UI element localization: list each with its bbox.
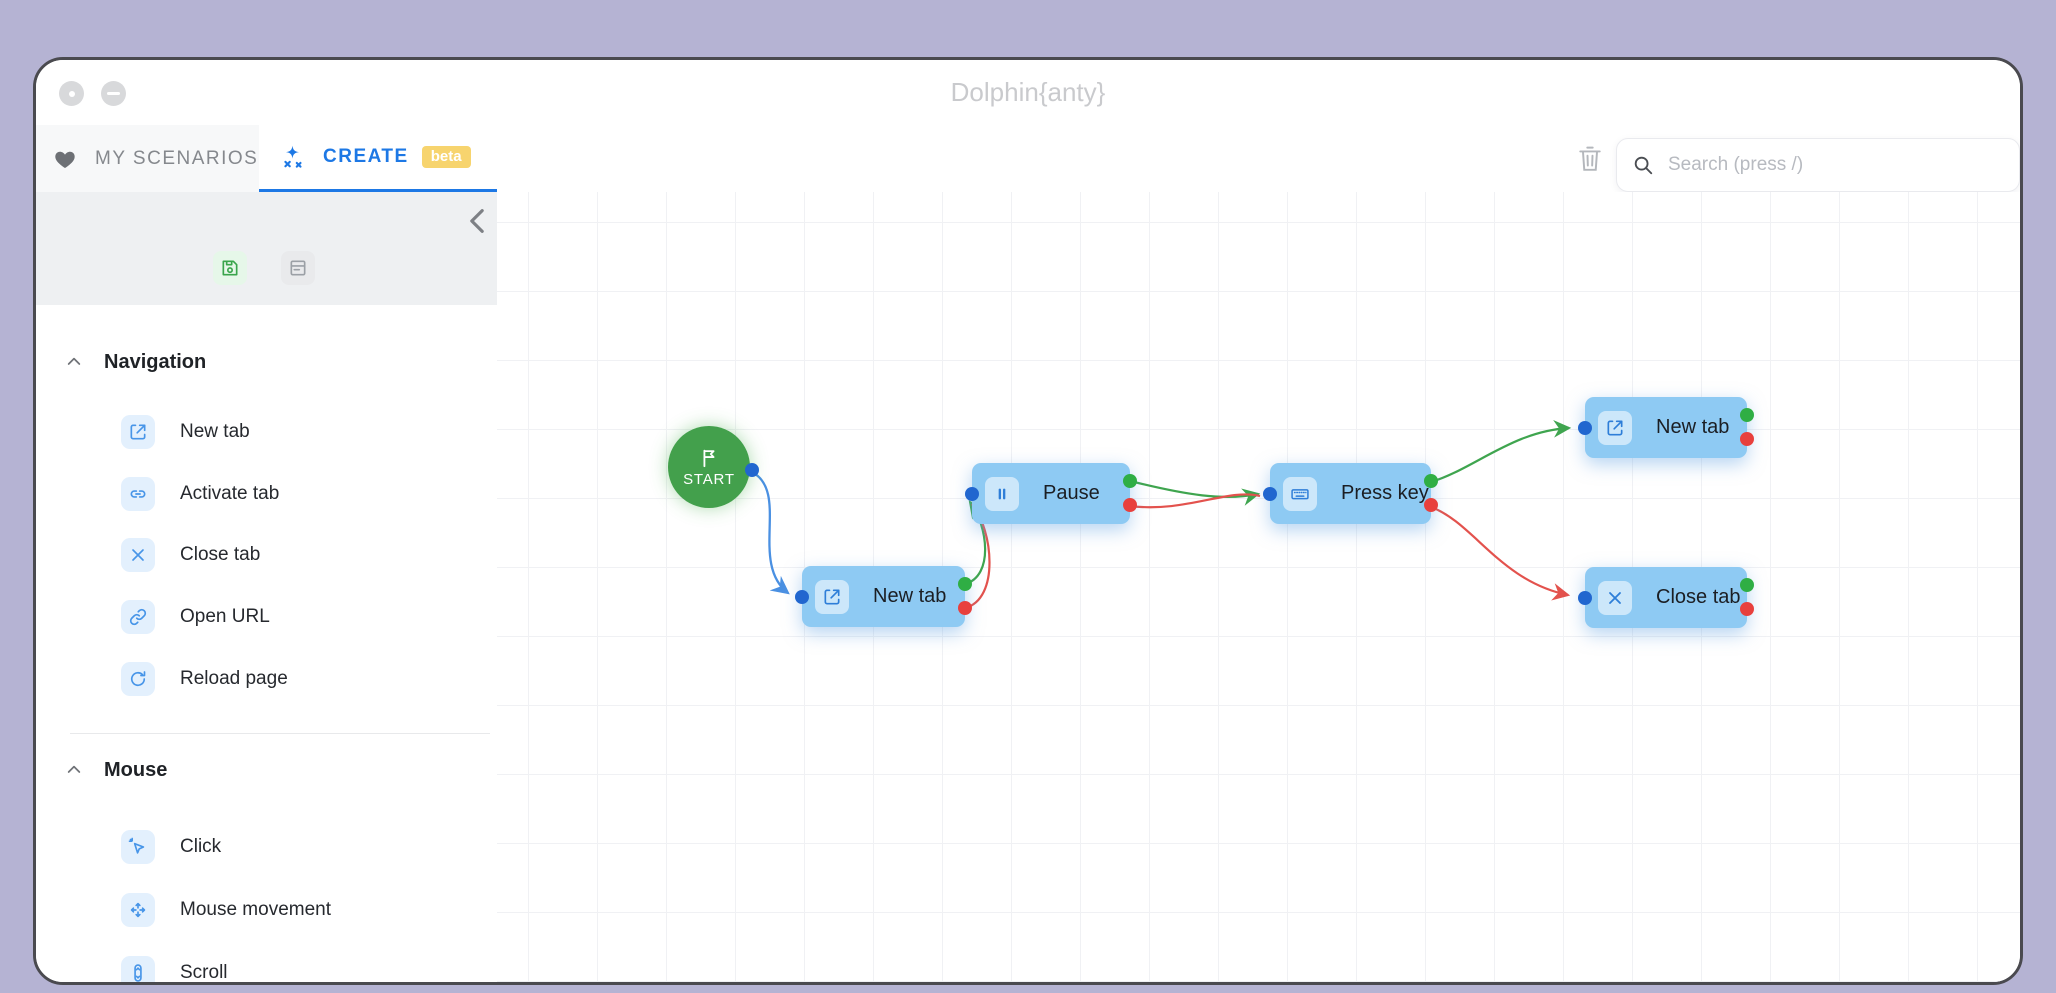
node-icon-chip <box>1283 476 1317 511</box>
success-port[interactable] <box>1123 474 1137 488</box>
error-port[interactable] <box>1740 432 1754 446</box>
save-icon <box>222 260 238 276</box>
success-port[interactable] <box>1740 408 1754 422</box>
sidebar-item-label: Close tab <box>180 544 261 565</box>
blocks-sidebar: Navigation New tab Activate tab Close ta… <box>36 192 497 982</box>
beta-badge: beta <box>421 146 471 168</box>
tab-my-scenarios-label: MY SCENARIOS <box>95 147 259 169</box>
input-port[interactable] <box>1578 421 1592 435</box>
error-port[interactable] <box>958 601 972 615</box>
sidebar-item-label: New tab <box>180 421 250 442</box>
error-port[interactable] <box>1123 498 1137 512</box>
mouse-movement-icon <box>121 893 155 927</box>
keyboard-icon <box>1291 488 1309 499</box>
section-label: Navigation <box>104 350 207 373</box>
open-url-icon <box>121 600 155 634</box>
sidebar-item-activate-tab[interactable]: Activate tab <box>121 477 279 511</box>
chevron-left-icon <box>470 209 484 233</box>
sidebar-toolbar <box>36 192 497 305</box>
sidebar-item-label: Mouse movement <box>180 899 332 920</box>
report-button[interactable] <box>281 251 315 285</box>
input-port[interactable] <box>1263 487 1277 501</box>
dot-icon <box>68 90 75 97</box>
search-icon <box>1634 156 1653 175</box>
sidebar-item-mouse-movement[interactable]: Mouse movement <box>121 893 331 927</box>
sidebar-item-click[interactable]: Click <box>121 830 221 864</box>
success-port[interactable] <box>1740 578 1754 592</box>
node-new-tab-1[interactable]: New tab <box>795 566 972 627</box>
sidebar-item-label: Scroll <box>180 962 228 982</box>
error-port[interactable] <box>1424 498 1438 512</box>
new-tab-icon <box>824 589 840 604</box>
close-tab-icon <box>121 538 155 572</box>
sparkles-icon <box>284 145 302 168</box>
input-port[interactable] <box>1578 591 1592 605</box>
sidebar-item-new-tab[interactable]: New tab <box>121 415 250 449</box>
tab-my-scenarios[interactable]: MY SCENARIOS <box>36 125 259 192</box>
node-pause[interactable]: Pause <box>965 463 1137 524</box>
node-icon-chip <box>815 579 849 614</box>
click-icon <box>121 830 155 864</box>
node-icon-chip <box>1598 580 1632 615</box>
pause-icon <box>998 488 1006 499</box>
flag-icon <box>703 449 715 467</box>
node-label: New tab <box>1656 416 1730 438</box>
success-port[interactable] <box>1424 474 1438 488</box>
search-input[interactable] <box>1666 153 2000 177</box>
search-box <box>1616 138 2020 192</box>
output-port[interactable] <box>745 463 759 477</box>
sidebar-item-label: Click <box>180 836 222 857</box>
section-divider <box>70 733 490 734</box>
chevron-up-icon <box>66 762 82 783</box>
node-label: New tab <box>873 585 947 607</box>
activate-tab-icon <box>121 477 155 511</box>
close-tab-icon <box>1609 591 1621 604</box>
trash-icon <box>1579 146 1601 171</box>
start-node[interactable]: START <box>668 426 759 508</box>
tab-create-label: CREATE <box>323 146 409 167</box>
node-label: Press key <box>1341 482 1429 504</box>
minus-icon <box>107 92 120 96</box>
sidebar-item-label: Open URL <box>180 606 270 627</box>
delete-scenario-button[interactable] <box>1577 144 1603 179</box>
node-new-tab-2[interactable]: New tab <box>1578 397 1754 458</box>
section-label: Mouse <box>104 758 168 781</box>
success-port[interactable] <box>958 577 972 591</box>
sidebar-item-label: Activate tab <box>180 483 280 504</box>
node-press-key[interactable]: Press key <box>1263 463 1438 524</box>
node-icon-chip <box>985 476 1019 511</box>
app-title: Dolphin{anty} <box>950 77 1106 107</box>
heart-icon <box>55 151 75 168</box>
input-port[interactable] <box>795 590 809 604</box>
sidebar-item-close-tab[interactable]: Close tab <box>121 538 260 572</box>
sidebar-item-scroll[interactable]: Scroll <box>121 956 228 982</box>
save-button[interactable] <box>213 251 247 285</box>
chevron-up-icon <box>66 354 82 375</box>
node-label: Close tab <box>1656 586 1741 608</box>
error-port[interactable] <box>1740 602 1754 616</box>
start-node-label: START <box>683 470 735 488</box>
collapse-sidebar-button[interactable] <box>466 206 488 236</box>
window-close-button[interactable] <box>59 81 84 106</box>
node-icon-chip <box>1598 410 1632 445</box>
window-minimize-button[interactable] <box>101 81 126 106</box>
scenario-canvas[interactable] <box>497 192 2020 982</box>
report-icon <box>290 260 306 276</box>
tab-create[interactable]: CREATE beta <box>259 125 497 192</box>
node-label: Pause <box>1043 482 1100 504</box>
scroll-icon <box>121 956 155 982</box>
node-close-tab[interactable]: Close tab <box>1578 567 1754 628</box>
input-port[interactable] <box>965 487 979 501</box>
new-tab-icon <box>1607 420 1623 435</box>
tab-bar: MY SCENARIOS CREATE beta <box>36 125 2020 193</box>
sidebar-item-label: Reload page <box>180 668 288 689</box>
sidebar-item-reload-page[interactable]: Reload page <box>121 662 288 696</box>
app-window: Dolphin{anty} MY SCENARIOS CREATE beta <box>33 57 2023 985</box>
reload-page-icon <box>121 662 155 696</box>
title-bar: Dolphin{anty} <box>36 60 2020 126</box>
sidebar-item-open-url[interactable]: Open URL <box>121 600 270 634</box>
new-tab-icon <box>121 415 155 449</box>
